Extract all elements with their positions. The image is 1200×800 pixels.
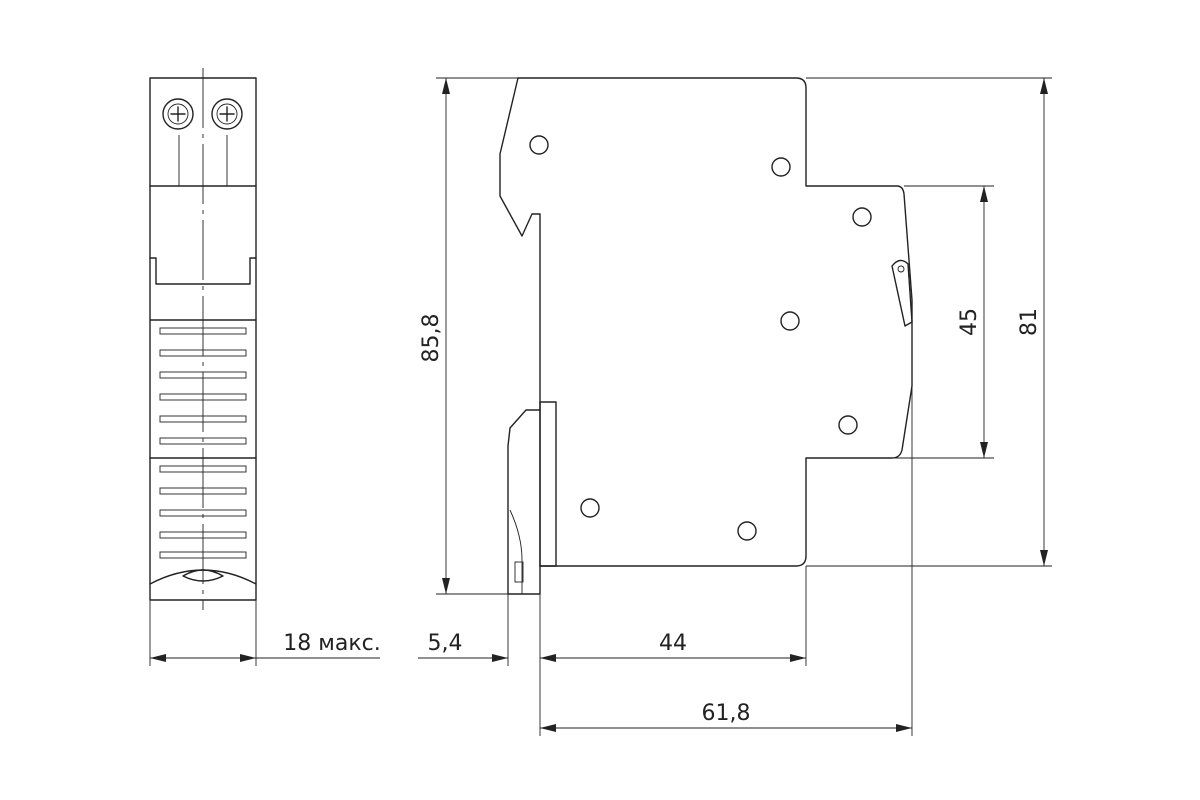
side-view — [499, 77, 913, 595]
side-rail-clip-top — [499, 77, 541, 567]
label-body-height: 81 — [1017, 308, 1042, 336]
dim-front-width — [150, 654, 380, 662]
dim-total-height — [442, 78, 450, 594]
side-clip-tab — [514, 561, 524, 583]
front-cover-step — [149, 257, 257, 285]
rivet-hole-icon — [771, 157, 791, 177]
toggle-lever-icon — [891, 259, 913, 327]
front-view — [149, 68, 257, 610]
side-clip-spring — [509, 509, 523, 594]
screw-left-icon — [162, 98, 194, 130]
rivet-hole-icon — [529, 135, 549, 155]
label-clip-depth: 5,4 — [428, 631, 463, 656]
dim-front-height — [980, 186, 988, 458]
label-total-height: 85,8 — [419, 314, 444, 363]
screw-right-icon — [211, 98, 243, 130]
label-front-height: 45 — [957, 308, 982, 336]
rivet-hole-icon — [838, 415, 858, 435]
side-rail-slider — [539, 401, 557, 567]
dim-clip-depth — [418, 654, 508, 662]
rivet-holes — [529, 135, 872, 541]
side-rail-clip-bottom — [507, 409, 541, 595]
label-total-depth: 61,8 — [702, 701, 751, 726]
vent-slots-lower — [159, 465, 247, 559]
dim-body-height — [1040, 78, 1048, 566]
dim-total-depth — [540, 724, 912, 732]
rivet-hole-icon — [780, 311, 800, 331]
rivet-hole-icon — [852, 207, 872, 227]
rivet-hole-icon — [737, 521, 757, 541]
side-body-outline — [517, 77, 913, 567]
label-body-depth: 44 — [659, 631, 687, 656]
dim-body-depth — [540, 654, 806, 662]
label-front-width: 18 макс. — [283, 631, 380, 656]
dimension-labels: 18 макс. 5,4 44 61,8 85,8 45 81 — [283, 308, 1042, 726]
latch-hole-icon — [182, 569, 224, 582]
vent-slots-upper — [159, 327, 247, 445]
dimension-lines — [149, 77, 1052, 736]
rivet-hole-icon — [580, 498, 600, 518]
